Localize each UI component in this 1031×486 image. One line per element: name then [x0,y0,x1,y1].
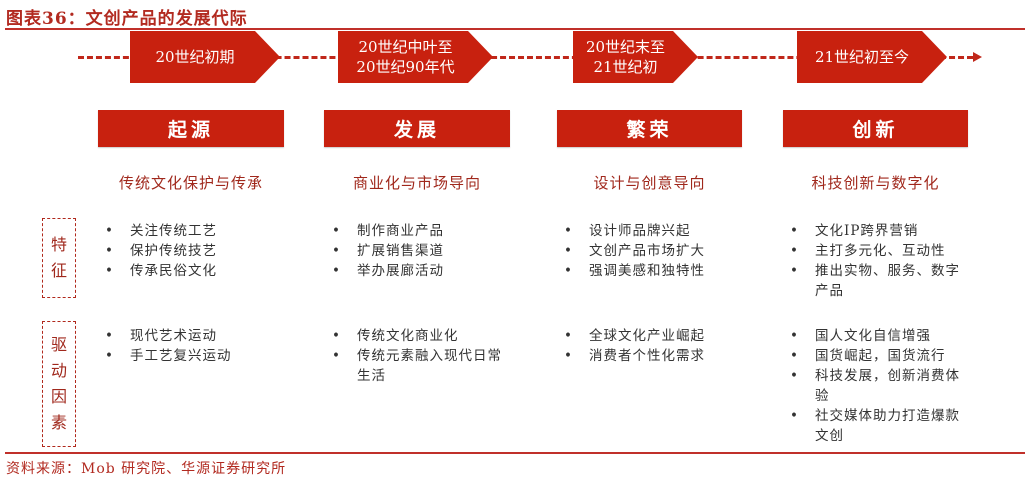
row-label-char: 驱 [50,335,67,354]
row-label-char: 征 [50,261,67,280]
stage-subtitle: 商业化与市场导向 [352,174,481,192]
row-label-drivers: 驱 动 因 素 [42,321,76,447]
list-item: 现代艺术运动 [103,326,278,346]
row-label-char: 因 [50,387,67,406]
list-item: 设计师品牌兴起 [562,221,742,241]
list-item: 科技发展，创新消费体验 [788,366,968,406]
list-item: 文创产品市场扩大 [562,241,742,261]
era-label: 20世纪初期 [155,48,235,66]
stage-innovation: 创新 [783,110,968,147]
stage-development: 发展 [324,110,510,147]
list-item: 举办展廊活动 [330,261,510,281]
features-list-prosperity: 设计师品牌兴起 文创产品市场扩大 强调美感和独特性 [562,221,742,281]
list-item: 强调美感和独特性 [562,261,742,281]
era-label: 20世纪末至 [585,38,666,56]
timeline-arrow-icon [973,52,982,62]
era-3: 20世纪末至 21世纪初 [573,31,698,83]
list-item: 制作商业产品 [330,221,510,241]
drivers-list-innovation: 国人文化自信增强 国货崛起，国货流行 科技发展，创新消费体验 社交媒体助力打造爆… [788,326,968,446]
drivers-list-development: 传统文化商业化 传统元素融入现代日常生活 [330,326,510,386]
list-item: 国人文化自信增强 [788,326,968,346]
stage-subtitle: 传统文化保护与传承 [118,174,263,192]
list-item: 社交媒体助力打造爆款文创 [788,406,968,446]
stage-prosperity: 繁荣 [557,110,742,147]
list-item: 消费者个性化需求 [562,346,742,366]
drivers-list-origin: 现代艺术运动 手工艺复兴运动 [103,326,278,366]
stage-subtitle: 科技创新与数字化 [811,174,940,192]
row-label-char: 特 [50,235,67,254]
list-item: 手工艺复兴运动 [103,346,278,366]
era-2: 20世纪中叶至 20世纪90年代 [338,31,493,83]
bottom-divider [5,452,1025,454]
list-item: 关注传统工艺 [103,221,278,241]
figure-title: 图表36：文创产品的发展代际 [6,9,248,29]
list-item: 推出实物、服务、数字产品 [788,261,968,301]
stage-subtitle: 设计与创意导向 [593,174,706,192]
list-item: 主打多元化、互动性 [788,241,968,261]
era-1: 20世纪初期 [130,31,280,83]
list-item: 传承民俗文化 [103,261,278,281]
source-note: 资料来源：Mob 研究院、华源证券研究所 [6,461,287,477]
row-label-char: 素 [50,413,67,432]
top-divider [5,28,1025,30]
era-label: 20世纪90年代 [356,58,455,76]
features-list-innovation: 文化IP跨界营销 主打多元化、互动性 推出实物、服务、数字产品 [788,221,968,301]
list-item: 保护传统技艺 [103,241,278,261]
features-list-origin: 关注传统工艺 保护传统技艺 传承民俗文化 [103,221,278,281]
row-label-features: 特 征 [42,218,76,298]
era-label: 21世纪初至今 [814,48,910,66]
list-item: 文化IP跨界营销 [788,221,968,241]
timeline-dashed-line [78,56,973,59]
era-label: 21世纪初 [593,58,658,76]
list-item: 传统文化商业化 [330,326,510,346]
row-label-char: 动 [50,361,67,380]
era-label: 20世纪中叶至 [358,38,453,56]
list-item: 国货崛起，国货流行 [788,346,968,366]
list-item: 全球文化产业崛起 [562,326,742,346]
drivers-list-prosperity: 全球文化产业崛起 消费者个性化需求 [562,326,742,366]
era-4: 21世纪初至今 [797,31,947,83]
list-item: 扩展销售渠道 [330,241,510,261]
list-item: 传统元素融入现代日常生活 [330,346,510,386]
stage-origin: 起源 [98,110,284,147]
features-list-development: 制作商业产品 扩展销售渠道 举办展廊活动 [330,221,510,281]
